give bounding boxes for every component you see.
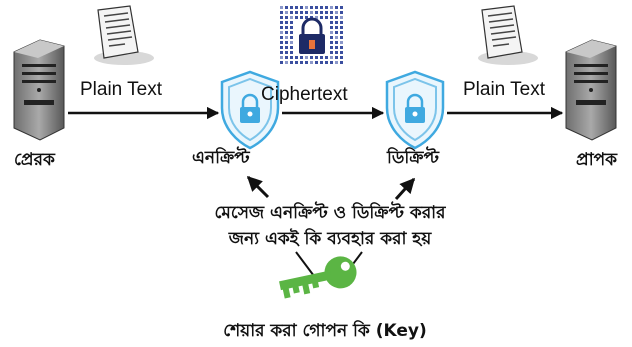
encrypt-label: এনক্রিপ্ট	[192, 148, 250, 168]
shared-key-note: মেসেজ এনক্রিপ্ট ও ডিক্রিপ্ট করার জন্য এক…	[170, 200, 490, 252]
decrypt-label: ডিক্রিপ্ট	[387, 148, 439, 168]
ciphertext-label: Ciphertext	[261, 84, 348, 105]
plain-text-right-label: Plain Text	[463, 79, 546, 100]
plain-text-document-icon-left	[94, 5, 154, 65]
encrypt-shield-icon	[220, 70, 280, 150]
key-link-left	[295, 251, 315, 277]
key-icon	[279, 256, 357, 299]
plain-text-document-icon-right	[478, 5, 538, 65]
sender-label: প্রেরক	[14, 150, 55, 170]
note-to-decrypt-arrow	[394, 177, 416, 201]
note-to-encrypt-arrow	[246, 175, 270, 199]
receiver-label: প্রাপক	[576, 150, 618, 170]
sender-server-icon	[13, 39, 65, 141]
receiver-server-icon	[565, 39, 617, 141]
shared-key-note-line2: জন্য একই কি ব্যবহার করা হয়	[228, 229, 432, 249]
decrypt-shield-icon	[385, 70, 445, 150]
key-caption: শেয়ার করা গোপন কি (Key)	[223, 321, 427, 341]
plain-text-left-label: Plain Text	[80, 79, 163, 100]
shared-key-note-line1: মেসেজ এনক্রিপ্ট ও ডিক্রিপ্ট করার	[214, 203, 446, 223]
cipher-grid-lock-icon	[280, 6, 343, 64]
